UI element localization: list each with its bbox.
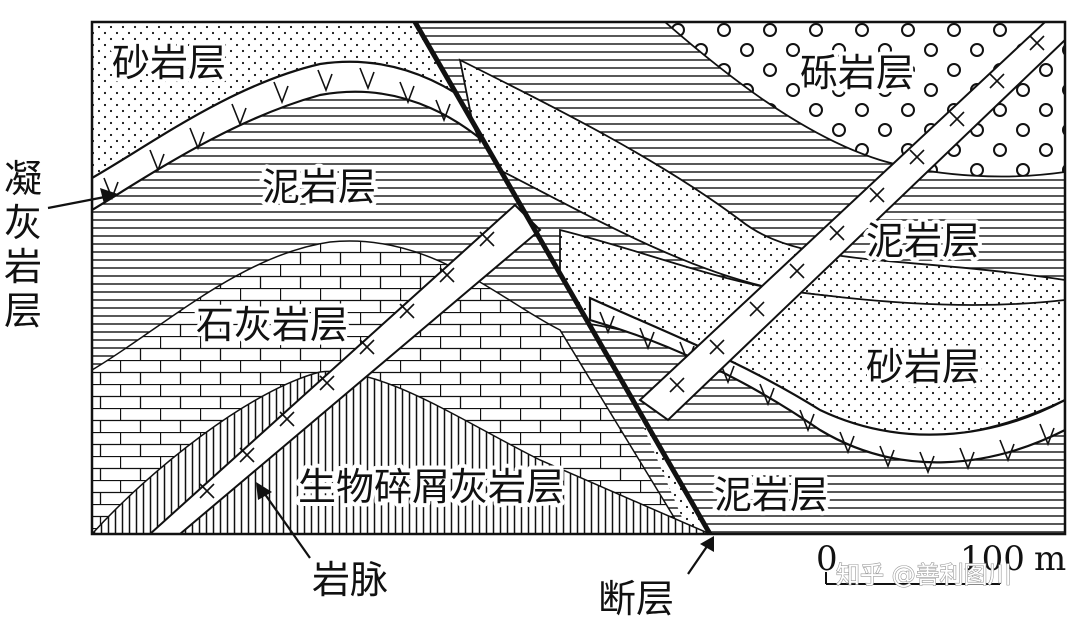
dike-left-crosses <box>199 231 495 499</box>
arrow-tuff <box>47 194 111 210</box>
arrowhead-dike <box>256 482 272 500</box>
label-mudstone-bottom-right: 泥岩层 <box>714 473 828 517</box>
label-dike: 岩脉 <box>312 558 388 602</box>
label-conglomerate: 砾岩层 <box>800 51 914 95</box>
label-bioclastic-limestone: 生物碎屑灰岩层 <box>298 465 564 509</box>
label-sandstone-top: 砂岩层 <box>112 41 226 85</box>
label-mudstone-left: 泥岩层 <box>262 165 376 209</box>
scale-unit: m <box>1034 539 1066 579</box>
label-limestone: 石灰岩层 <box>196 303 348 347</box>
label-fault: 断层 <box>598 577 674 621</box>
dike-bands <box>148 22 1065 534</box>
dike-right-crosses <box>669 35 1045 393</box>
arrowhead-tuff <box>100 188 118 204</box>
tuff-layer-right <box>588 296 1065 464</box>
sandstone-layer-mid-right <box>458 58 1065 332</box>
label-sandstone-right: 砂岩层 <box>866 345 980 389</box>
fault-line <box>412 20 713 536</box>
scale-bar: 0 100 m <box>816 539 1066 585</box>
tuff-ticks-right <box>599 311 1055 475</box>
arrow-dike <box>261 489 311 559</box>
label-tuff: 凝灰岩层 <box>4 157 42 333</box>
arrowhead-fault <box>700 536 714 552</box>
conglomerate-layer <box>662 22 1065 178</box>
scale-zero: 0 <box>816 539 838 579</box>
watermark: 知乎 @善利图川 <box>836 561 1012 589</box>
section-frame <box>90 20 1067 536</box>
dike-left <box>148 203 542 534</box>
label-mudstone-right: 泥岩层 <box>866 219 980 263</box>
bioclastic-limestone-layer <box>92 370 710 534</box>
scale-value: 100 <box>960 539 1025 579</box>
